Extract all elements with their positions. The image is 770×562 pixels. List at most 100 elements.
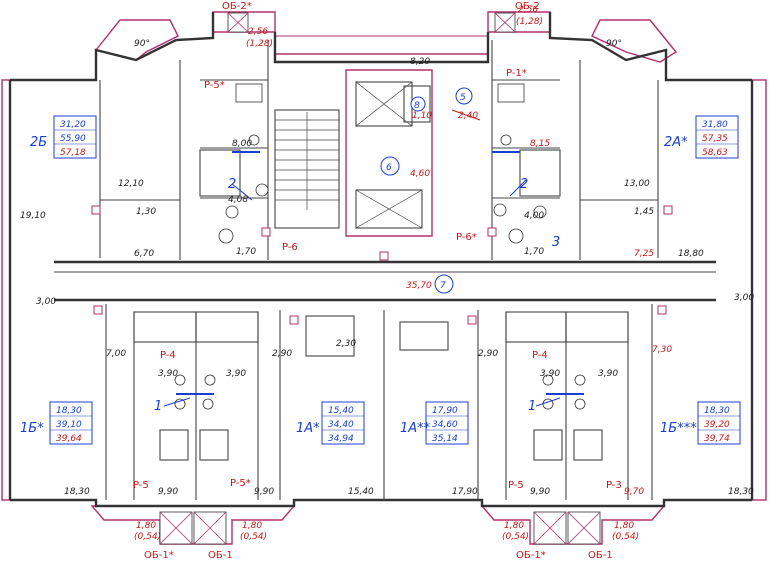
room-area: 3,90 <box>226 369 246 379</box>
svg-text:18,30: 18,30 <box>704 406 730 416</box>
balcony-area: 1,80 <box>504 521 524 531</box>
room-area: 1,70 <box>236 247 256 257</box>
riser-p4-left: P-4 <box>160 350 176 361</box>
room-area: 1,45 <box>634 207 654 217</box>
balcony-area: 1,80 <box>614 521 634 531</box>
angle-left: 90° <box>134 39 150 49</box>
room-area: 19,10 <box>20 211 46 221</box>
svg-text:18,30: 18,30 <box>56 406 82 416</box>
marker-6: 6 <box>386 163 392 173</box>
svg-text:57,35: 57,35 <box>702 134 728 144</box>
svg-text:34,40: 34,40 <box>328 420 354 430</box>
room-area: 15,40 <box>348 487 374 497</box>
ob1-rr-label: ОБ-1 <box>588 550 613 561</box>
svg-text:55,90: 55,90 <box>60 134 86 144</box>
riser-p5-top: P-5* <box>204 80 225 91</box>
apartment-1a-left: 1А* 15,40 34,40 34,94 <box>296 401 365 445</box>
ob1-rl-label: ОБ-1* <box>516 550 546 561</box>
room-area: 3,00 <box>734 293 754 303</box>
svg-text:31,20: 31,20 <box>60 120 86 130</box>
marker-8: 8 <box>414 101 420 111</box>
room-area: 1,70 <box>524 247 544 257</box>
apartment-2a: 2А* 31,80 57,35 58,63 <box>664 115 739 159</box>
balcony-area-k: (0,54) <box>612 532 639 542</box>
svg-text:15,40: 15,40 <box>328 406 354 416</box>
marker-5: 5 <box>460 93 466 103</box>
balcony-area-k: (1,28) <box>516 17 543 27</box>
room-area: 4,08 <box>228 195 248 205</box>
fixtures <box>91 83 673 410</box>
balcony-area: 2,56 <box>248 27 268 37</box>
ob2-left-label: ОБ-2* <box>222 1 252 12</box>
room-area: 3,90 <box>158 369 178 379</box>
marker-1-left: 1 <box>154 399 162 414</box>
apartment-1a-right: 1А** 17,90 34,60 35,14 <box>400 401 469 445</box>
riser-p5-rl: P-5 <box>508 480 524 491</box>
bath-rl <box>505 311 567 343</box>
room-area: 2,90 <box>272 349 292 359</box>
riser-p6-right: P-6* <box>456 232 477 243</box>
riser-p4-right: P-4 <box>532 350 548 361</box>
room-area: 8,20 <box>410 57 430 67</box>
apartment-name: 2А* <box>664 135 688 150</box>
marker-7: 7 <box>440 281 446 291</box>
ob1-ll-label: ОБ-1* <box>144 550 174 561</box>
room-area: 8,15 <box>530 139 550 149</box>
apartment-name: 2Б <box>30 135 47 150</box>
svg-text:39,20: 39,20 <box>704 420 730 430</box>
balcony-area-k: (1,28) <box>246 39 273 49</box>
angle-right: 90° <box>606 39 622 49</box>
bath-rr <box>565 311 629 343</box>
loggia-right <box>751 79 767 501</box>
apartment-1b-left: 1Б* 18,30 39,10 39,64 <box>20 401 93 445</box>
room-area: 6,70 <box>134 249 154 259</box>
svg-text:39,10: 39,10 <box>56 420 82 430</box>
room-area: 18,80 <box>678 249 704 259</box>
room-area: 9,90 <box>530 487 550 497</box>
room-area: 8,00 <box>232 139 252 149</box>
apartment-name: 1Б*** <box>660 421 697 436</box>
room-8-box <box>403 85 431 123</box>
svg-text:31,80: 31,80 <box>702 120 728 130</box>
balcony-bottom-left <box>90 505 296 545</box>
bath-left-upper <box>199 149 241 197</box>
balcony-area-k: (0,54) <box>502 532 529 542</box>
lift-core <box>345 69 433 237</box>
room-area: 17,90 <box>452 487 478 497</box>
balcony-area-k: (0,54) <box>134 532 161 542</box>
balcony-area: 1,80 <box>242 521 262 531</box>
room-area: 1,30 <box>136 207 156 217</box>
room-area: 12,10 <box>118 179 144 189</box>
marker-2-left: 2 <box>228 177 236 192</box>
room-area: 35,70 <box>406 281 432 291</box>
apartment-name: 1А** <box>400 421 431 436</box>
svg-text:57,18: 57,18 <box>60 148 86 158</box>
lift-2 <box>355 189 423 229</box>
room-area: 2,30 <box>336 339 356 349</box>
svg-text:58,63: 58,63 <box>702 148 728 158</box>
balcony-area-k: (0,54) <box>240 532 267 542</box>
room-area: 7,00 <box>106 349 126 359</box>
room-area: 18,30 <box>64 487 90 497</box>
room-area: 3,90 <box>598 369 618 379</box>
riser-p1-top: P-1* <box>506 68 527 79</box>
room-area: 9,90 <box>254 487 274 497</box>
room-area: 9,70 <box>624 487 644 497</box>
closet-2-30 <box>305 315 355 357</box>
markers: 1 2 5 6 7 8 2 3 1 <box>154 87 560 414</box>
room-area: 4,00 <box>524 211 544 221</box>
room-area: 2,90 <box>478 349 498 359</box>
riser-p5-br: P-5* <box>230 478 251 489</box>
svg-text:39,64: 39,64 <box>56 434 82 444</box>
room-area: 4,60 <box>410 169 430 179</box>
apartment-2b: 2Б 31,20 55,90 57,18 <box>30 115 97 159</box>
room-area: 3,00 <box>36 297 56 307</box>
marker-3-right: 3 <box>552 235 560 250</box>
room-area: 9,90 <box>158 487 178 497</box>
marker-2-right: 2 <box>520 177 528 192</box>
riser-p6-left: P-6 <box>282 242 298 253</box>
room-area: 7,30 <box>652 345 672 355</box>
bath-right-upper <box>519 149 561 197</box>
balcony-area: 1,80 <box>136 521 156 531</box>
